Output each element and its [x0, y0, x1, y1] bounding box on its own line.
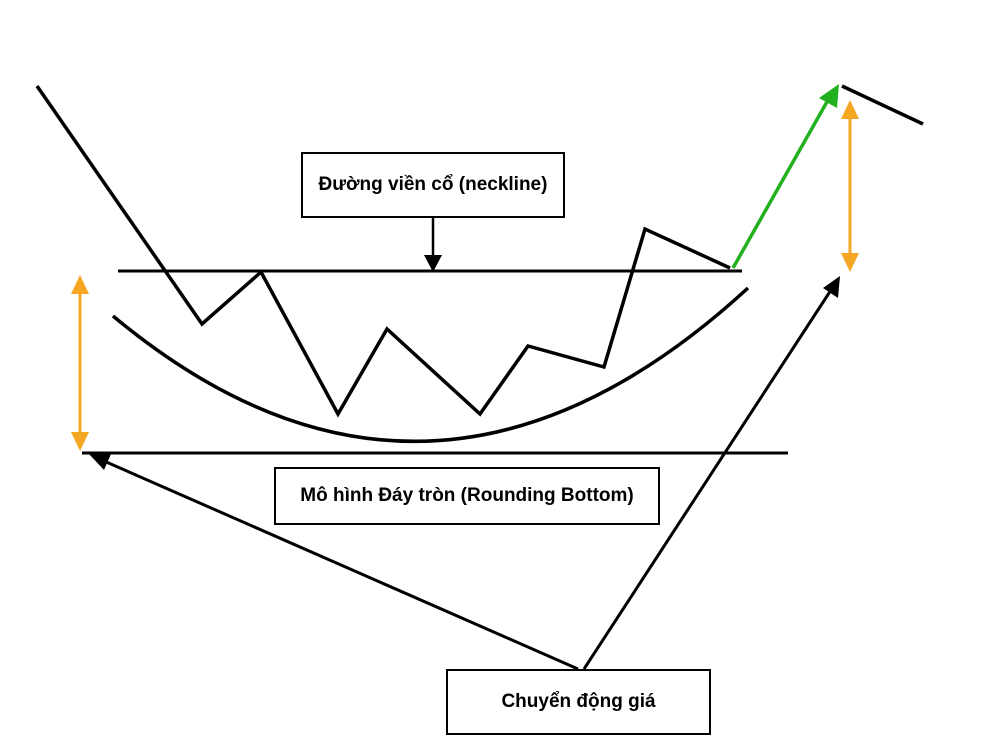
target-height-arrow	[841, 100, 859, 272]
pattern-height-arrow	[71, 275, 89, 451]
neckline-pointer-arrow	[424, 218, 442, 272]
price-line	[35, 85, 731, 418]
price-movement-label: Chuyển động giá	[446, 669, 711, 735]
neckline-label: Đường viền cổ (neckline)	[301, 152, 565, 218]
pattern-label: Mô hình Đáy tròn (Rounding Bottom)	[274, 467, 660, 525]
price-pointer-arrows	[89, 276, 840, 671]
post-breakout-line	[841, 84, 924, 126]
rounding-bottom-curve	[111, 286, 750, 444]
breakout-arrow	[731, 84, 839, 269]
